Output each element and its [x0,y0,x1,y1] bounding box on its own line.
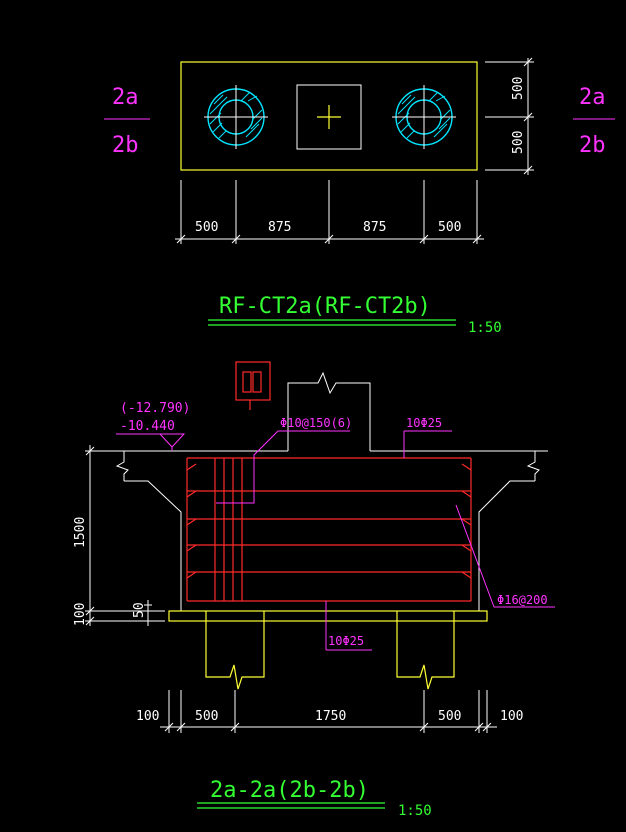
dim-label: 100 [73,603,88,626]
dim-label: 500 [438,220,461,235]
section-mark-right: 2a 2b [573,85,615,158]
section-dim-left: 1500 100 50 [73,445,165,626]
dim-label: 500 [511,131,526,154]
elevation-upper-label: (-12.790) [120,401,190,416]
slab-outline [109,450,548,611]
bottom-rebar-label: 10Φ25 [328,634,364,648]
section-mark-bottom-label: 2b [579,133,606,158]
plan-dim-right: 500 500 [485,57,534,175]
rebar-leaders: Φ10@150(6) 10Φ25 10Φ25 Φ16@200 [216,416,555,651]
elevation-lower-label: -10.440 [120,419,175,434]
side-rebar-label: Φ16@200 [497,593,548,607]
section-mark-left: 2a 2b [104,85,150,158]
dim-label: 100 [136,709,159,724]
dim-label: 500 [195,709,218,724]
dim-label: 500 [195,220,218,235]
right-pile-section [396,611,455,690]
dim-label: 875 [363,220,386,235]
pile-cap-outline [180,61,478,171]
top-rebar-label: 10Φ25 [406,416,442,430]
elevation-marker: (-12.790) -10.440 [116,401,190,451]
left-pile-icon [204,85,268,149]
plan-view: 2a 2b 2a 2b 500 500 [104,57,615,336]
dim-label: 1750 [315,709,346,724]
column-icon [296,84,362,150]
section-dim-bottom: 100 500 1750 500 100 [136,690,523,733]
dim-label: 50 [132,602,147,618]
plan-scale: 1:50 [468,320,502,336]
dim-label: 500 [438,709,461,724]
right-pile-icon [392,85,456,149]
stirrup-label: Φ10@150(6) [280,416,352,430]
section-mark-top-label: 2a [579,85,606,110]
section-title: 2a-2a(2b-2b) [210,778,369,803]
left-pile-section [205,611,265,690]
plan-title: RF-CT2a(RF-CT2b) [219,294,431,319]
dim-label: 1500 [73,517,88,548]
cap-base [168,610,488,622]
section-view: (-12.790) -10.440 Φ10@150(6) 10Φ25 10Φ25… [73,361,555,819]
marker-icon [235,361,271,410]
column-section [287,371,371,451]
section-mark-bottom-label: 2b [112,133,139,158]
section-mark-top-label: 2a [112,85,139,110]
rebar-group [186,457,472,602]
dim-label: 100 [500,709,523,724]
dim-label: 500 [511,77,526,100]
section-scale: 1:50 [398,803,432,819]
dim-label: 875 [268,220,291,235]
plan-dim-bottom: 500 875 875 500 [175,180,484,244]
